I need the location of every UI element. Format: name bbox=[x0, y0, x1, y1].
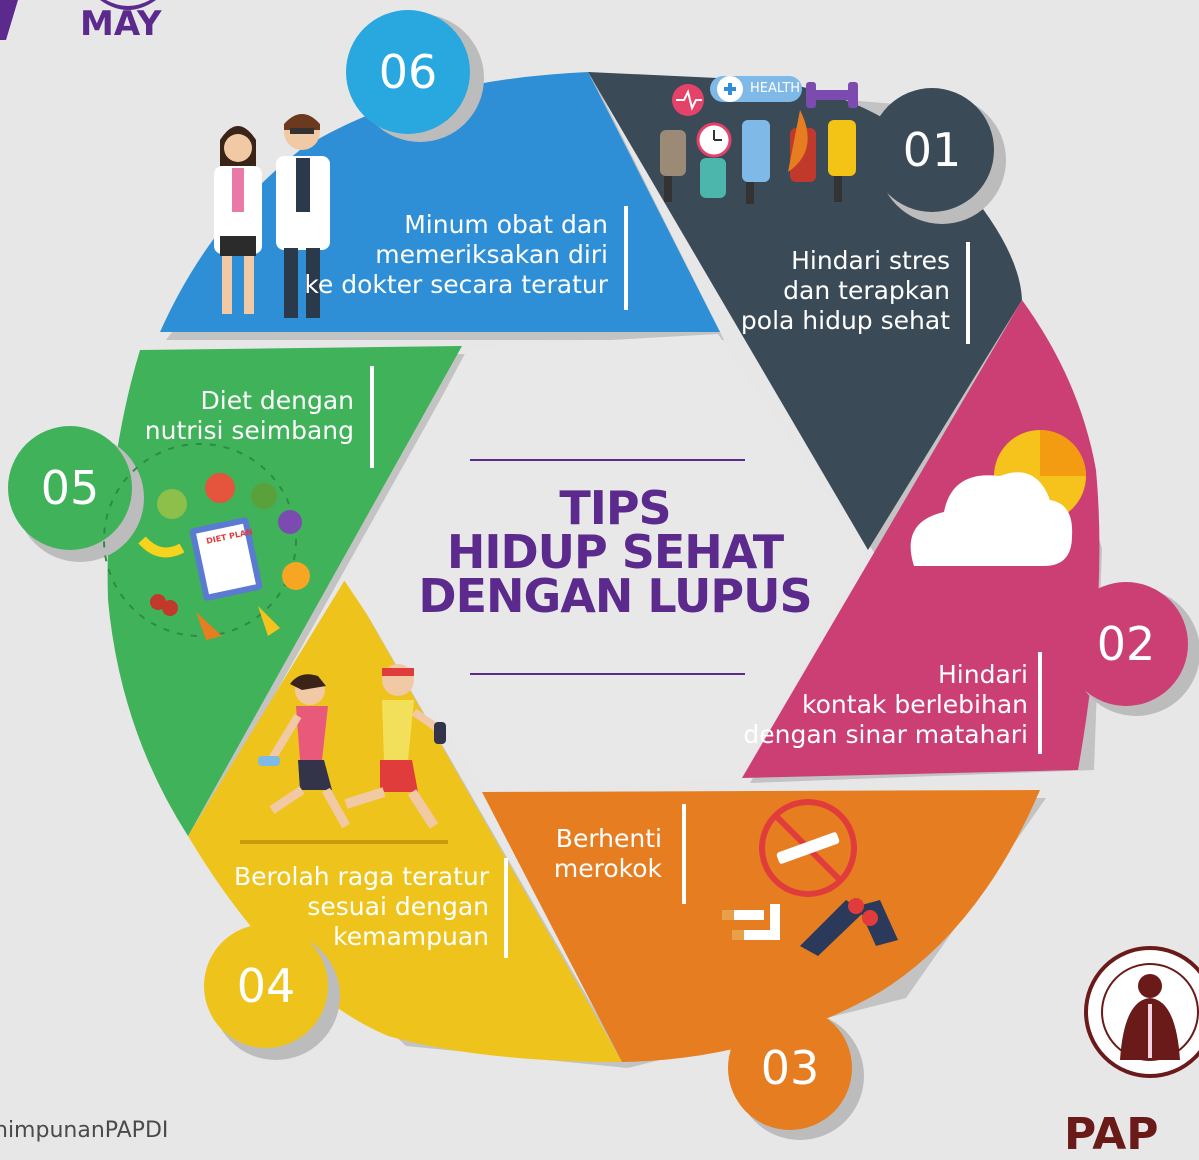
number-04: 04 bbox=[236, 959, 296, 1013]
tip-06-text: Minum obat dan memeriksakan diri ke dokt… bbox=[304, 210, 608, 299]
title-line-3: DENGAN LUPUS bbox=[418, 569, 812, 623]
number-02: 02 bbox=[1096, 617, 1156, 671]
number-06: 06 bbox=[378, 45, 438, 99]
health-badge-label: HEALTH bbox=[750, 81, 801, 96]
segment-06 bbox=[160, 72, 720, 332]
brand-wordmark: PAP bbox=[1064, 1109, 1159, 1160]
social-handle: himpunanPAPDI bbox=[0, 1118, 169, 1143]
tip-04-text: Berolah raga teratur sesuai dengan kemam… bbox=[233, 862, 489, 951]
number-05: 05 bbox=[40, 461, 100, 515]
sun-cloud-icon bbox=[910, 430, 1086, 566]
diet-food-icon bbox=[103, 443, 310, 640]
no-smoking-icon bbox=[722, 799, 898, 956]
tip-01-text: Hindari stres dan terapkan pola hidup se… bbox=[740, 246, 950, 335]
doctors-icon bbox=[214, 114, 330, 318]
healthy-people-icon bbox=[660, 76, 858, 204]
segment-03 bbox=[482, 790, 1040, 1062]
title-line-1: TIPS bbox=[559, 481, 671, 535]
papdi-seal-logo bbox=[1084, 946, 1199, 1078]
page-title: TIPS HIDUP SEHAT DENGAN LUPUS bbox=[400, 481, 830, 623]
month-label: MAY bbox=[80, 4, 162, 44]
number-01: 01 bbox=[902, 123, 962, 177]
number-circles bbox=[8, 10, 1199, 1140]
tip-03-text: Berhenti merokok bbox=[553, 824, 662, 883]
runners-icon bbox=[240, 664, 448, 844]
tip-02-text: Hindari kontak berlebihan dengan sinar m… bbox=[743, 660, 1028, 749]
title-line-2: HIDUP SEHAT bbox=[446, 525, 784, 579]
segment-05 bbox=[107, 346, 462, 836]
number-03: 03 bbox=[760, 1041, 820, 1095]
tip-05-text: Diet dengan nutrisi seimbang bbox=[144, 386, 354, 445]
